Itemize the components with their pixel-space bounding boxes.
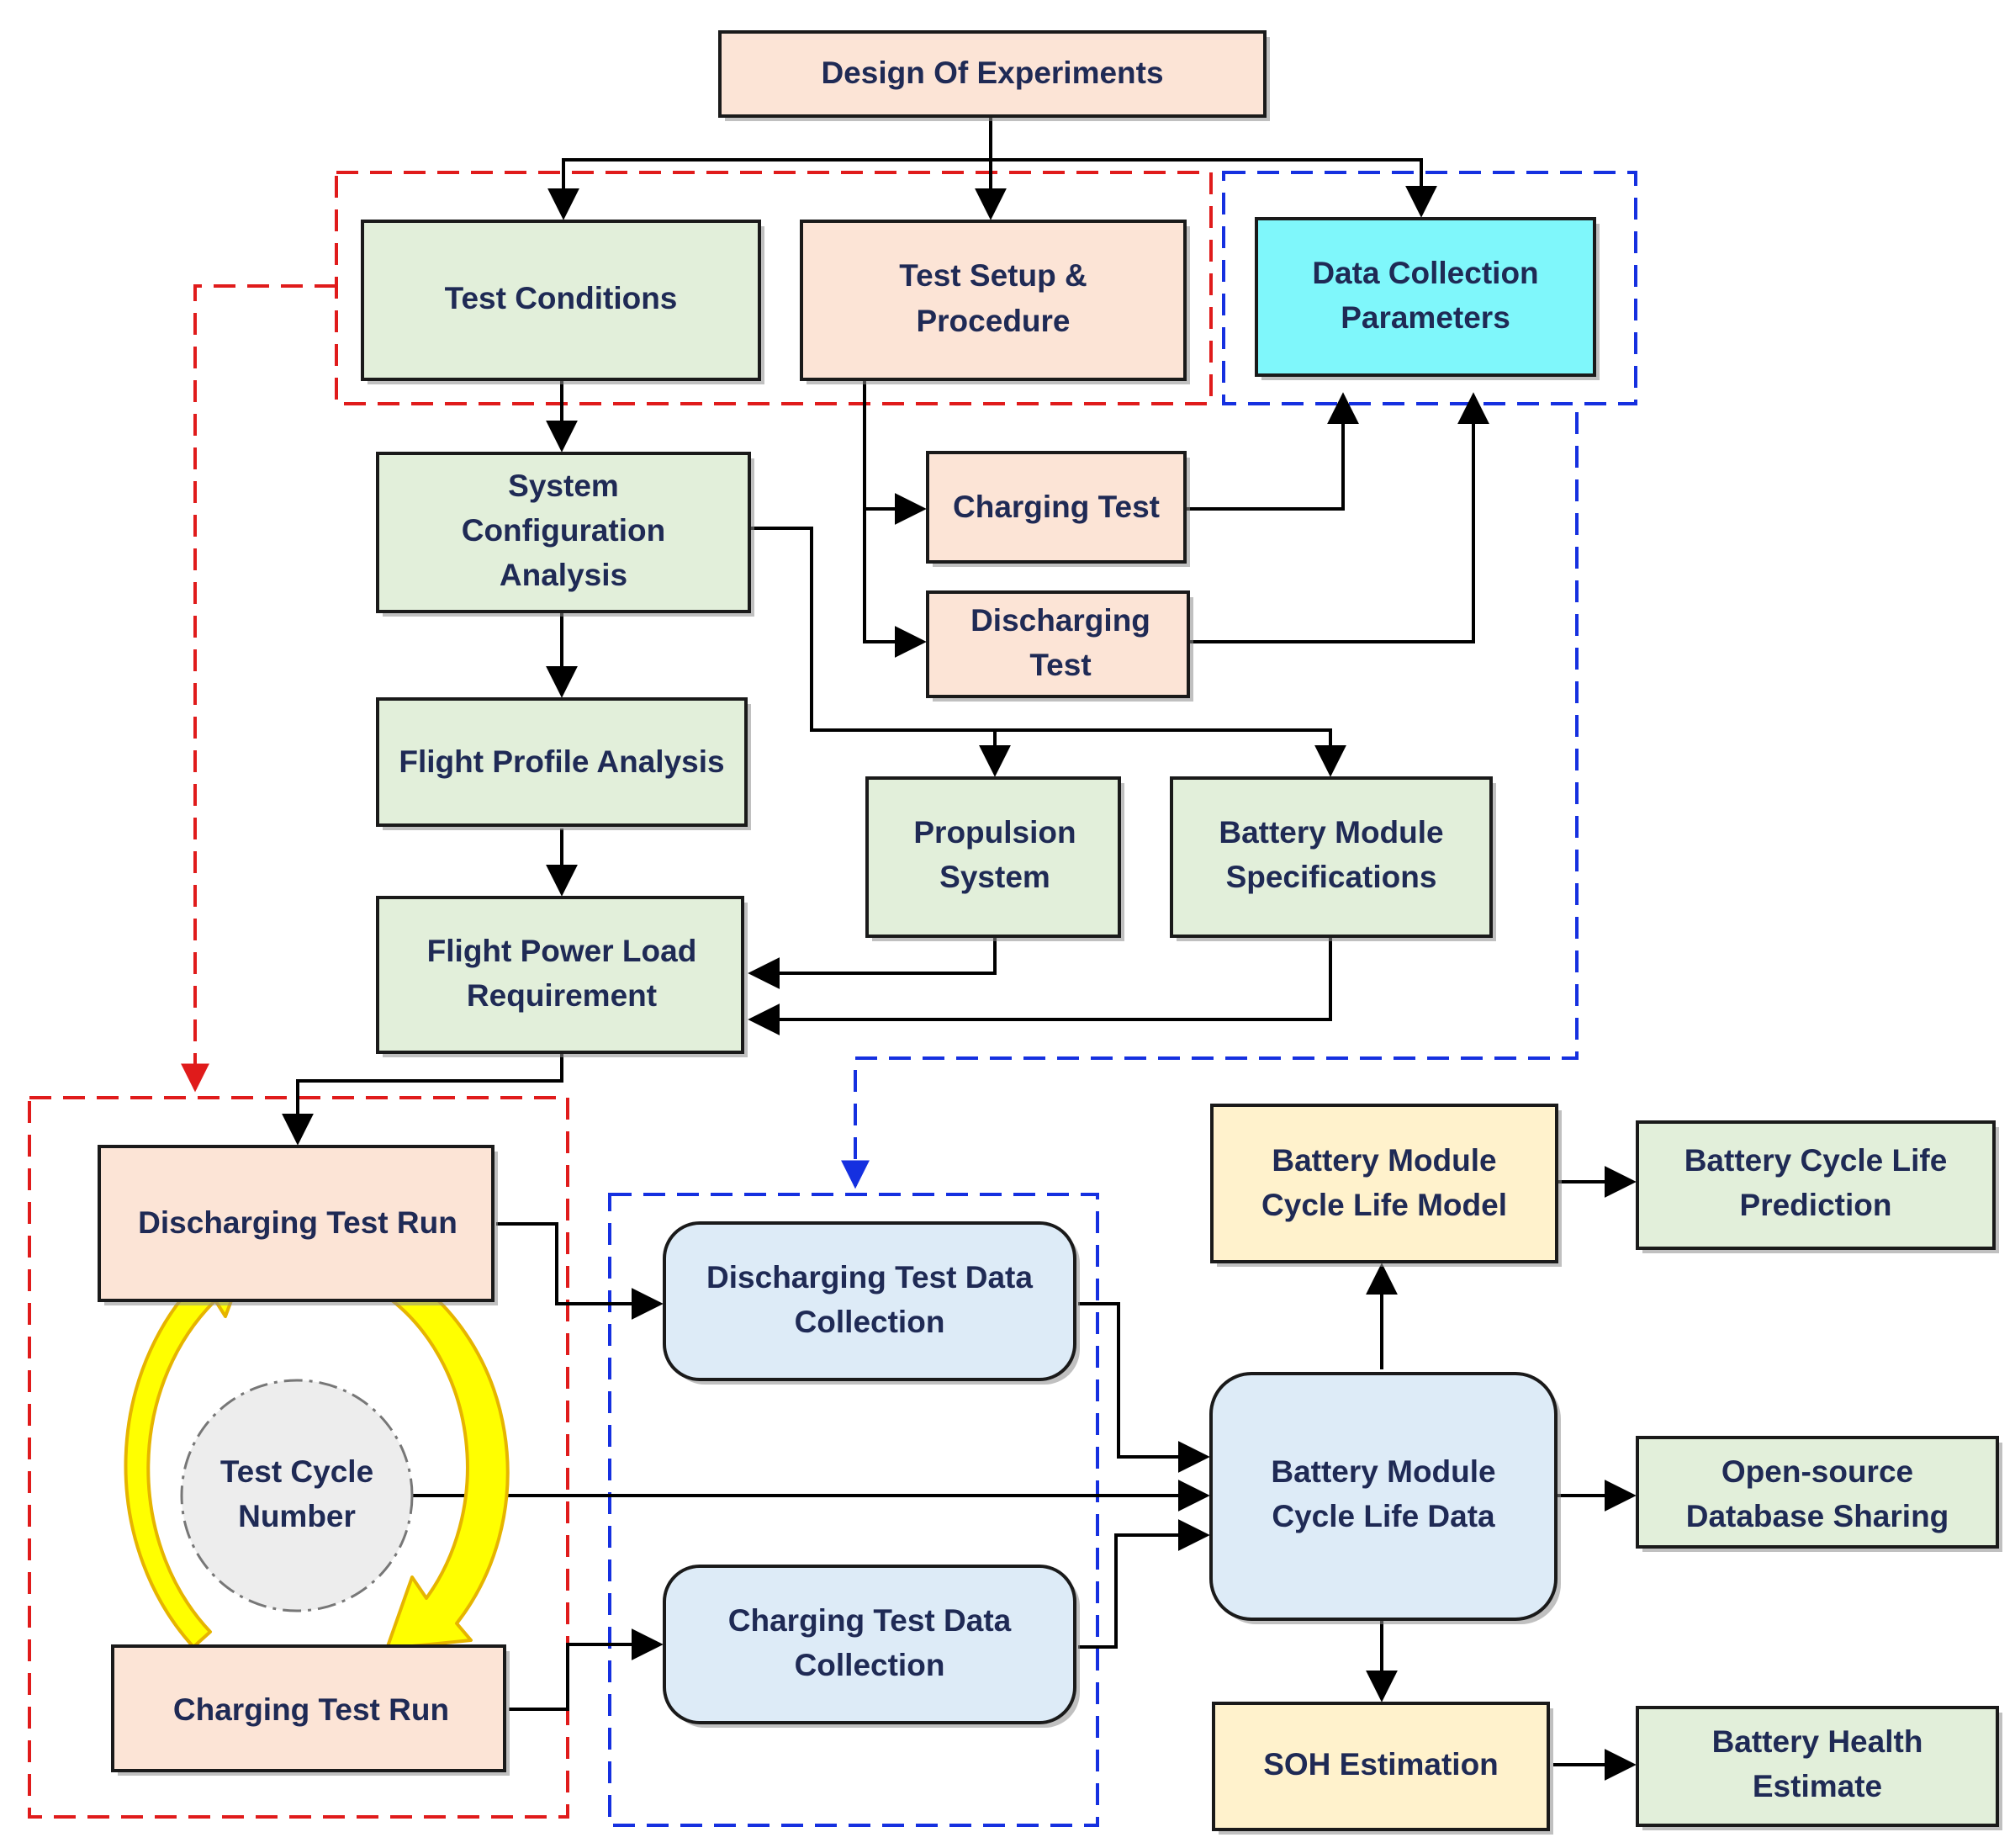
data-collection-parameters-label: Parameters bbox=[1341, 300, 1510, 335]
discharging-test-data-collection-label: Discharging Test Data bbox=[706, 1260, 1033, 1295]
battery-module-cycle-life-model-label: Battery Module bbox=[1272, 1143, 1496, 1178]
red-dashed-connector bbox=[181, 284, 336, 1093]
flight-profile-analysis-label: Flight Profile Analysis bbox=[399, 744, 724, 779]
battery-module-cycle-life-data-label: Cycle Life Data bbox=[1272, 1499, 1495, 1533]
discharging-test-label: Discharging bbox=[970, 603, 1150, 638]
battery-module-cycle-life-data-label: Battery Module bbox=[1271, 1454, 1495, 1489]
flight-power-load-requirement-label: Flight Power Load bbox=[427, 934, 697, 968]
charging-test-run-label: Charging Test Run bbox=[173, 1692, 449, 1727]
charging-test-data-collection-node: Charging Test Data Collection bbox=[663, 1565, 1080, 1728]
system-configuration-analysis-label: Configuration bbox=[462, 513, 666, 548]
discharging-test-run-node: Discharging Test Run bbox=[98, 1145, 498, 1305]
system-configuration-analysis-label: Analysis bbox=[500, 558, 627, 592]
charging-test-label: Charging Test bbox=[953, 490, 1160, 524]
discharging-test-node: Discharging Test bbox=[926, 590, 1193, 702]
open-source-database-sharing-label: Open-source bbox=[1721, 1454, 1913, 1489]
system-configuration-analysis-node: System Configuration Analysis bbox=[376, 452, 754, 617]
discharging-test-label: Test bbox=[1029, 648, 1091, 682]
battery-module-cycle-life-model-label: Cycle Life Model bbox=[1261, 1188, 1507, 1222]
charging-test-data-collection-label: Collection bbox=[795, 1648, 945, 1682]
battery-module-cycle-life-model-node: Battery Module Cycle Life Model bbox=[1210, 1104, 1562, 1267]
battery-module-specifications-node: Battery Module Specifications bbox=[1170, 776, 1496, 941]
charging-test-data-collection-label: Charging Test Data bbox=[728, 1603, 1012, 1638]
charging-test-run-node: Charging Test Run bbox=[111, 1644, 510, 1776]
propulsion-system-label: System bbox=[939, 860, 1050, 894]
design-of-experiments-node: Design Of Experiments bbox=[718, 30, 1270, 121]
test-design-group-frame bbox=[335, 171, 1213, 405]
flight-profile-analysis-node: Flight Profile Analysis bbox=[376, 697, 751, 830]
test-cycle-number-label: Test Cycle bbox=[220, 1454, 373, 1489]
blue-dashed-connector bbox=[841, 412, 1579, 1189]
open-source-database-sharing-node: Open-source Database Sharing bbox=[1636, 1436, 2002, 1552]
battery-health-estimate-node: Battery Health Estimate bbox=[1636, 1706, 2002, 1830]
propulsion-system-node: Propulsion System bbox=[865, 776, 1124, 941]
design-of-experiments-label: Design Of Experiments bbox=[821, 56, 1163, 90]
discharging-test-data-collection-node: Discharging Test Data Collection bbox=[663, 1221, 1080, 1385]
test-conditions-node: Test Conditions bbox=[361, 220, 764, 384]
battery-module-specifications-label: Battery Module bbox=[1219, 815, 1443, 850]
soh-estimation-node: SOH Estimation bbox=[1212, 1702, 1553, 1835]
test-data-group-frame bbox=[608, 1193, 1099, 1827]
test-setup-procedure-label: Procedure bbox=[916, 304, 1070, 338]
data-collection-parameters-label: Data Collection bbox=[1312, 256, 1538, 290]
flight-power-load-requirement-node: Flight Power Load Requirement bbox=[376, 896, 748, 1057]
propulsion-system-label: Propulsion bbox=[913, 815, 1076, 850]
open-source-database-sharing-label: Database Sharing bbox=[1686, 1499, 1949, 1533]
data-collection-group-frame bbox=[1222, 171, 1637, 405]
test-conditions-label: Test Conditions bbox=[445, 281, 678, 315]
data-collection-parameters-node: Data Collection Parameters bbox=[1255, 217, 1600, 380]
battery-cycle-life-prediction-node: Battery Cycle Life Prediction bbox=[1636, 1120, 1999, 1253]
battery-cycle-life-prediction-label: Prediction bbox=[1740, 1188, 1892, 1222]
battery-module-cycle-life-data-node: Battery Module Cycle Life Data bbox=[1209, 1372, 1561, 1624]
charging-test-node: Charging Test bbox=[926, 451, 1190, 567]
connectors bbox=[282, 118, 1637, 1781]
battery-cycle-life-prediction-label: Battery Cycle Life bbox=[1684, 1143, 1948, 1178]
flight-power-load-requirement-label: Requirement bbox=[467, 978, 657, 1013]
discharging-test-run-label: Discharging Test Run bbox=[138, 1205, 457, 1240]
test-cycle-number-label: Number bbox=[238, 1499, 356, 1533]
soh-estimation-label: SOH Estimation bbox=[1263, 1747, 1499, 1782]
battery-health-estimate-label: Battery Health bbox=[1712, 1724, 1923, 1759]
cycle-arrow-right bbox=[385, 1268, 510, 1650]
system-configuration-analysis-label: System bbox=[508, 469, 619, 503]
test-setup-procedure-label: Test Setup & bbox=[899, 258, 1087, 293]
battery-module-specifications-label: Specifications bbox=[1226, 860, 1437, 894]
discharging-test-data-collection-label: Collection bbox=[795, 1305, 945, 1339]
test-cycle-number-node: Test Cycle Number bbox=[180, 1379, 414, 1612]
test-setup-procedure-node: Test Setup & Procedure bbox=[800, 220, 1190, 384]
battery-health-estimate-label: Estimate bbox=[1753, 1769, 1882, 1803]
